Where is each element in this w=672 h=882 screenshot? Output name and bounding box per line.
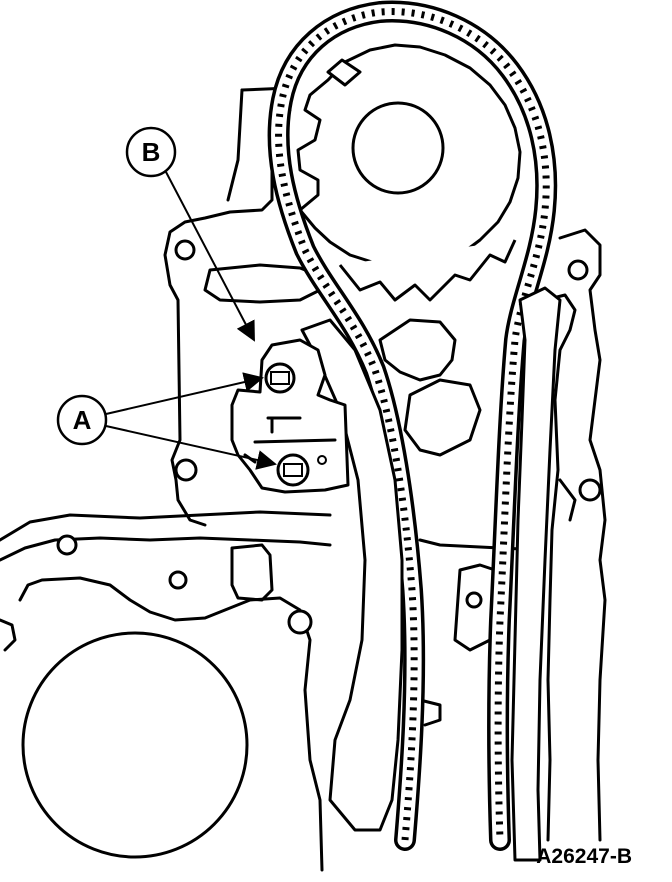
callout-a: A — [56, 372, 277, 470]
figure-reference-code: A26247-B — [536, 845, 632, 868]
crankshaft-bore — [21, 631, 249, 859]
chain-guide — [510, 286, 562, 862]
callout-a-leader-upper — [105, 372, 264, 415]
callout-a-circle — [56, 394, 108, 446]
callout-b-leader — [165, 171, 255, 342]
callout-a-leader-lower — [105, 425, 277, 470]
tensioner-bolts — [264, 362, 310, 487]
timing-chain — [267, 0, 558, 851]
callout-b: B — [125, 126, 255, 342]
mounting-holes — [56, 239, 602, 635]
tensioner-arm — [300, 318, 404, 832]
camshaft-sprocket — [296, 43, 522, 302]
callout-b-circle — [125, 126, 177, 178]
callout-a-label: A — [73, 405, 92, 435]
callout-b-label: B — [142, 137, 161, 167]
